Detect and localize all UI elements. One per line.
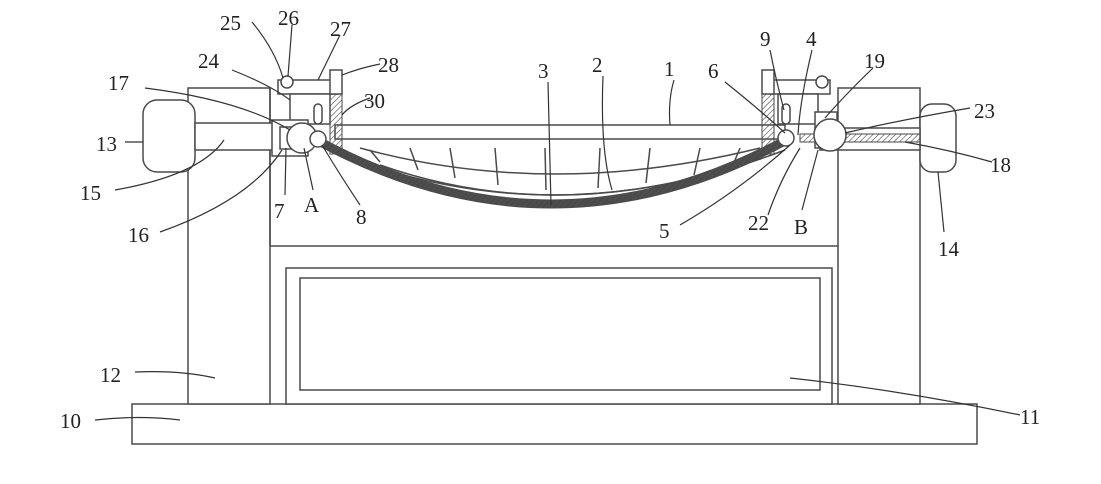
part-label: 1 [664,57,675,81]
part-label: 3 [538,59,549,83]
part-label: 27 [330,17,351,41]
part-label: A [304,193,320,217]
base-plate [131,403,978,445]
part-label: 19 [864,49,885,73]
part-label: B [794,215,808,239]
part-label: 13 [96,132,117,156]
part-label: 9 [760,27,771,51]
right-bracket [761,69,847,155]
collection-box-inner [299,277,821,391]
left-bracket [271,69,343,157]
part-label: 30 [364,89,385,113]
part-label: 16 [128,223,149,247]
part-label: 26 [278,6,299,30]
part-label: 12 [100,363,121,387]
left-rod [194,122,276,151]
left-handle [142,99,196,173]
part-label: 23 [974,99,995,123]
part-label: 2 [592,53,603,77]
part-label: 28 [378,53,399,77]
part-label: 15 [80,181,101,205]
part-label: 22 [748,211,769,235]
part-label: 14 [938,237,960,261]
part-label: 8 [356,205,367,229]
top-bar [334,124,786,140]
leader-lines [94,21,1021,421]
part-label: 5 [659,219,670,243]
part-label: 17 [108,71,129,95]
part-label: 7 [274,199,285,223]
part-label: 25 [220,11,241,35]
part-label: 11 [1020,405,1040,429]
collection-box [285,267,833,405]
part-label: 10 [60,409,81,433]
part-label: 6 [708,59,719,83]
part-label: 24 [198,49,220,73]
part-label: 4 [806,27,817,51]
part-label: 18 [990,153,1011,177]
